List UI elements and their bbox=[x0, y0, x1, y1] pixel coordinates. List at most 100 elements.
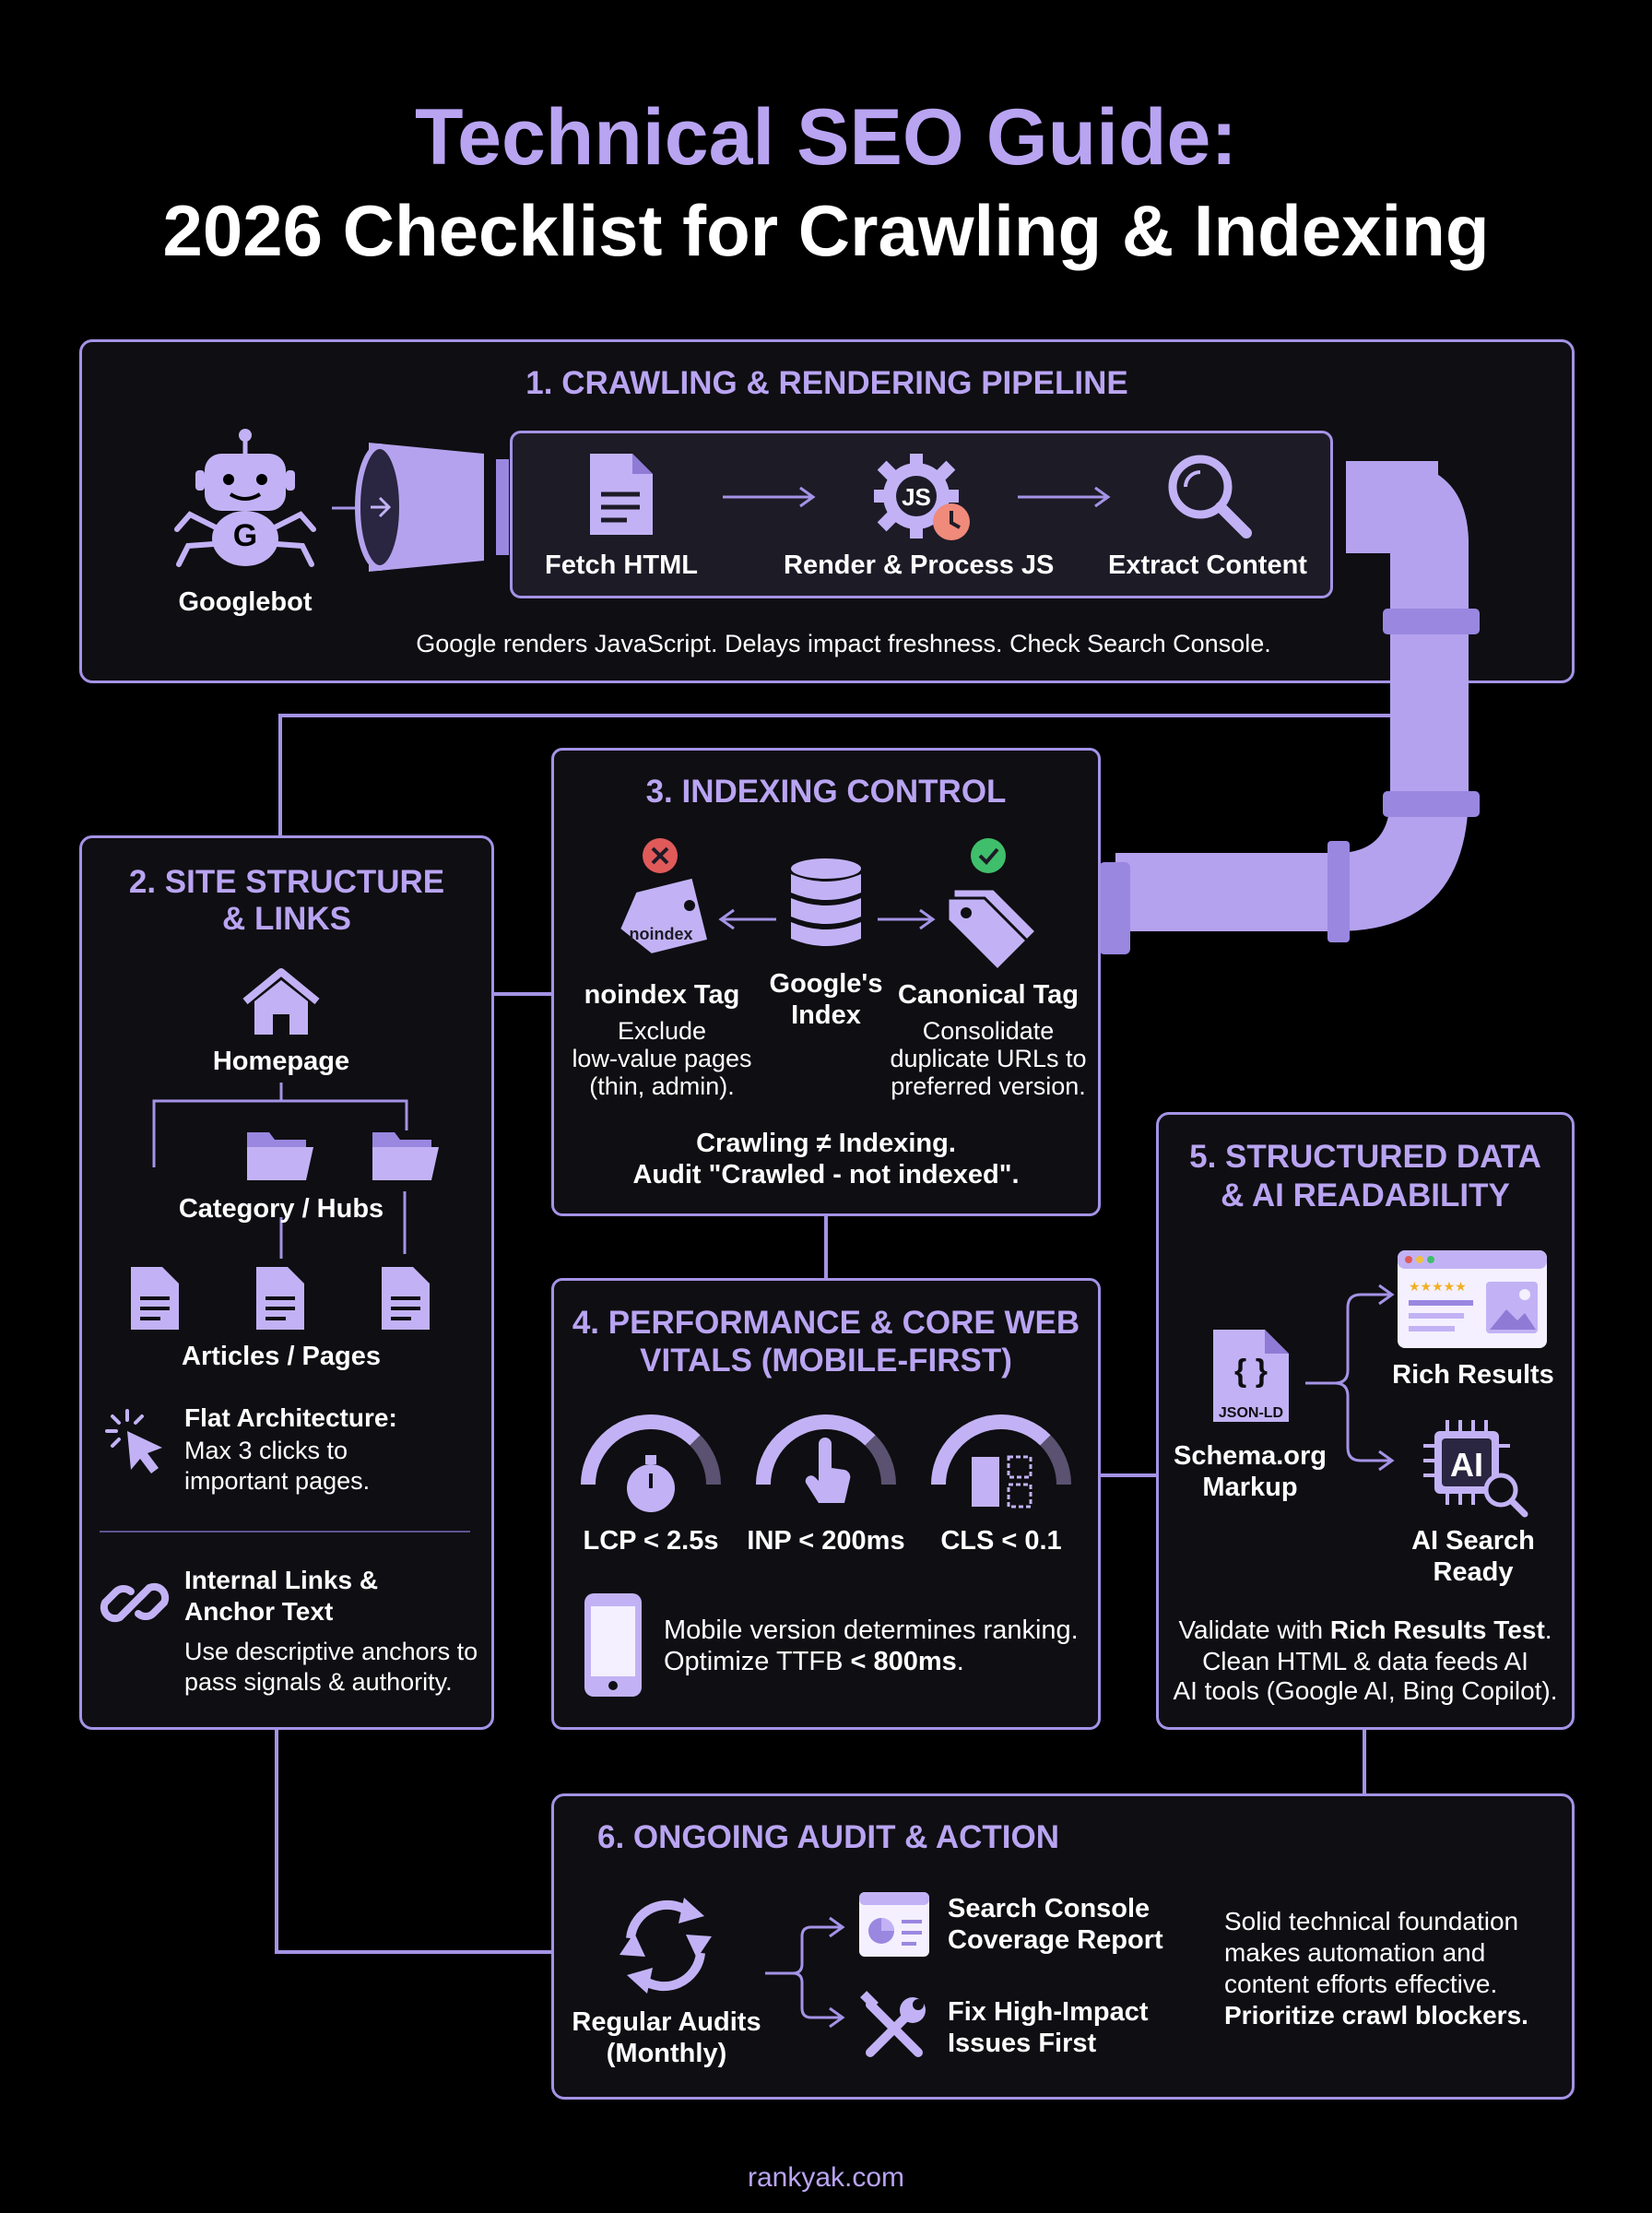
schema-label-2: Markup bbox=[1202, 1473, 1298, 1502]
noindex-body-1: Exclude bbox=[617, 1017, 707, 1045]
mobile-note-2-suffix: . bbox=[956, 1647, 964, 1676]
section3-title: 3. INDEXING CONTROL bbox=[645, 774, 1007, 810]
metric-inp: INP < 200ms bbox=[747, 1526, 905, 1556]
js-badge-text: JS bbox=[902, 483, 931, 511]
section3-footer-1: Crawling ≠ Indexing. bbox=[696, 1129, 956, 1158]
arrow-right-icon bbox=[1018, 486, 1111, 508]
cursor-click-icon bbox=[105, 1409, 162, 1473]
branch-arrows bbox=[1305, 1284, 1395, 1472]
metric-lcp: LCP < 2.5s bbox=[583, 1526, 719, 1556]
ai-chip-text: AI bbox=[1450, 1446, 1483, 1484]
step-fetch-html: Fetch HTML bbox=[545, 550, 698, 580]
googlebot-letter: G bbox=[232, 518, 258, 553]
googlebot-robot-icon bbox=[174, 429, 316, 567]
section-ongoing-audit bbox=[551, 1793, 1575, 2100]
noindex-title: noindex Tag bbox=[584, 980, 740, 1010]
mobile-phone-icon bbox=[584, 1593, 642, 1697]
validate-suffix: . bbox=[1544, 1615, 1552, 1644]
mobile-note-1: Mobile version determines ranking. bbox=[664, 1615, 1079, 1645]
validate-prefix: Validate with bbox=[1178, 1615, 1330, 1644]
page-title: Technical SEO Guide: bbox=[414, 93, 1238, 182]
pipe-graphic bbox=[355, 443, 1480, 954]
document-icon bbox=[590, 454, 653, 535]
svg-text:★★★★★: ★★★★★ bbox=[1409, 1280, 1467, 1295]
section6-title: 6. ONGOING AUDIT & ACTION bbox=[597, 1819, 1060, 1855]
page-subtitle: 2026 Checklist for Crawling & Indexing bbox=[162, 190, 1490, 271]
section5-title-line2: & AI READABILITY bbox=[1221, 1178, 1510, 1213]
validate-bold: Rich Results Test bbox=[1329, 1615, 1545, 1644]
folder-icon bbox=[247, 1132, 313, 1180]
branch-arrows bbox=[765, 1916, 845, 2029]
flat-architecture-body-1: Max 3 clicks to bbox=[184, 1437, 348, 1464]
footer-site-link[interactable]: rankyak.com bbox=[747, 2162, 905, 2193]
section4-title-line1: 4. PERFORMANCE & CORE WEB bbox=[572, 1305, 1080, 1341]
section1-note: Google renders JavaScript. Delays impact… bbox=[416, 630, 1271, 657]
search-console-label-2: Coverage Report bbox=[948, 1925, 1163, 1955]
section1-title: 1. CRAWLING & RENDERING PIPELINE bbox=[525, 365, 1128, 401]
divider bbox=[100, 1531, 470, 1533]
rich-results-label: Rich Results bbox=[1392, 1360, 1554, 1390]
document-icon bbox=[131, 1267, 179, 1330]
canonical-body-1: Consolidate bbox=[922, 1017, 1055, 1045]
canonical-title: Canonical Tag bbox=[897, 980, 1080, 1010]
json-ld-braces: { } bbox=[1234, 1354, 1268, 1389]
error-x-icon bbox=[643, 838, 678, 873]
googlebot-label: Googlebot bbox=[178, 587, 313, 617]
noindex-tag-icon bbox=[620, 878, 707, 953]
section4-title-line2: VITALS (MOBILE-FIRST) bbox=[640, 1343, 1012, 1379]
home-icon bbox=[242, 968, 320, 1035]
solid-foundation-2: makes automation and bbox=[1224, 1938, 1486, 1967]
internal-links-body-2: pass signals & authority. bbox=[184, 1668, 453, 1696]
tools-wrench-icon bbox=[860, 1991, 926, 2057]
section-indexing-control bbox=[551, 748, 1101, 1216]
regular-audits-label-2: (Monthly) bbox=[606, 2039, 727, 2068]
clean-html-note-1: Clean HTML & data feeds AI bbox=[1202, 1647, 1528, 1675]
folder-icon bbox=[372, 1132, 439, 1180]
metric-cls: CLS < 0.1 bbox=[940, 1526, 1062, 1556]
homepage-label: Homepage bbox=[212, 1047, 350, 1076]
canonical-tags-icon bbox=[946, 887, 1039, 973]
internal-links-body-1: Use descriptive anchors to bbox=[184, 1638, 478, 1665]
googles-index-label-1: Google's bbox=[769, 969, 883, 999]
section2-title-line2: & LINKS bbox=[222, 901, 351, 937]
validate-note: Validate with Rich Results Test. bbox=[1156, 1615, 1575, 1645]
arrow-right-icon bbox=[723, 486, 816, 508]
inp-gauge-icon bbox=[756, 1414, 896, 1503]
fix-issues-label-2: Issues First bbox=[948, 2029, 1097, 2058]
articles-pages-label: Articles / Pages bbox=[182, 1342, 381, 1371]
cls-gauge-icon bbox=[931, 1414, 1071, 1509]
js-gear-icon bbox=[874, 454, 970, 540]
noindex-body-2: low-value pages bbox=[572, 1045, 752, 1072]
site-tree-lines bbox=[152, 1083, 408, 1259]
section5-title-line1: 5. STRUCTURED DATA bbox=[1189, 1139, 1541, 1175]
success-check-icon bbox=[971, 838, 1006, 873]
ai-search-label-1: AI Search bbox=[1411, 1526, 1535, 1556]
lcp-gauge-icon bbox=[581, 1414, 721, 1512]
mobile-note-2: Optimize TTFB < 800ms. bbox=[664, 1647, 964, 1676]
magnifier-icon bbox=[1168, 455, 1252, 538]
arrow-left-icon bbox=[718, 908, 776, 930]
search-console-label-1: Search Console bbox=[948, 1894, 1150, 1923]
fix-issues-label-1: Fix High-Impact bbox=[948, 1997, 1149, 2027]
json-ld-label: JSON-LD bbox=[1218, 1405, 1284, 1421]
ai-chip-icon bbox=[1423, 1420, 1528, 1518]
canonical-body-2: duplicate URLs to bbox=[890, 1045, 1087, 1072]
step-extract-content: Extract Content bbox=[1108, 550, 1307, 580]
schema-label-1: Schema.org bbox=[1174, 1441, 1327, 1471]
section3-footer-2: Audit "Crawled - not indexed". bbox=[632, 1160, 1020, 1189]
link-chain-icon bbox=[100, 1582, 170, 1623]
flat-architecture-body-2: important pages. bbox=[184, 1467, 371, 1495]
clean-html-note-2: AI tools (Google AI, Bing Copilot). bbox=[1173, 1676, 1558, 1705]
noindex-tag-text: noindex bbox=[629, 925, 693, 943]
solid-foundation-1: Solid technical foundation bbox=[1224, 1907, 1519, 1935]
noindex-body-3: (thin, admin). bbox=[589, 1072, 735, 1100]
solid-foundation-4: Prioritize crawl blockers. bbox=[1224, 2001, 1528, 2030]
arrow-right-icon bbox=[878, 908, 936, 930]
flat-architecture-title: Flat Architecture: bbox=[184, 1403, 397, 1432]
refresh-cycle-icon bbox=[620, 1898, 712, 1994]
category-hubs-label: Category / Hubs bbox=[178, 1194, 384, 1224]
internal-links-title-1: Internal Links & bbox=[184, 1566, 379, 1594]
solid-foundation-3: content efforts effective. bbox=[1224, 1970, 1498, 1998]
database-icon bbox=[791, 858, 861, 946]
